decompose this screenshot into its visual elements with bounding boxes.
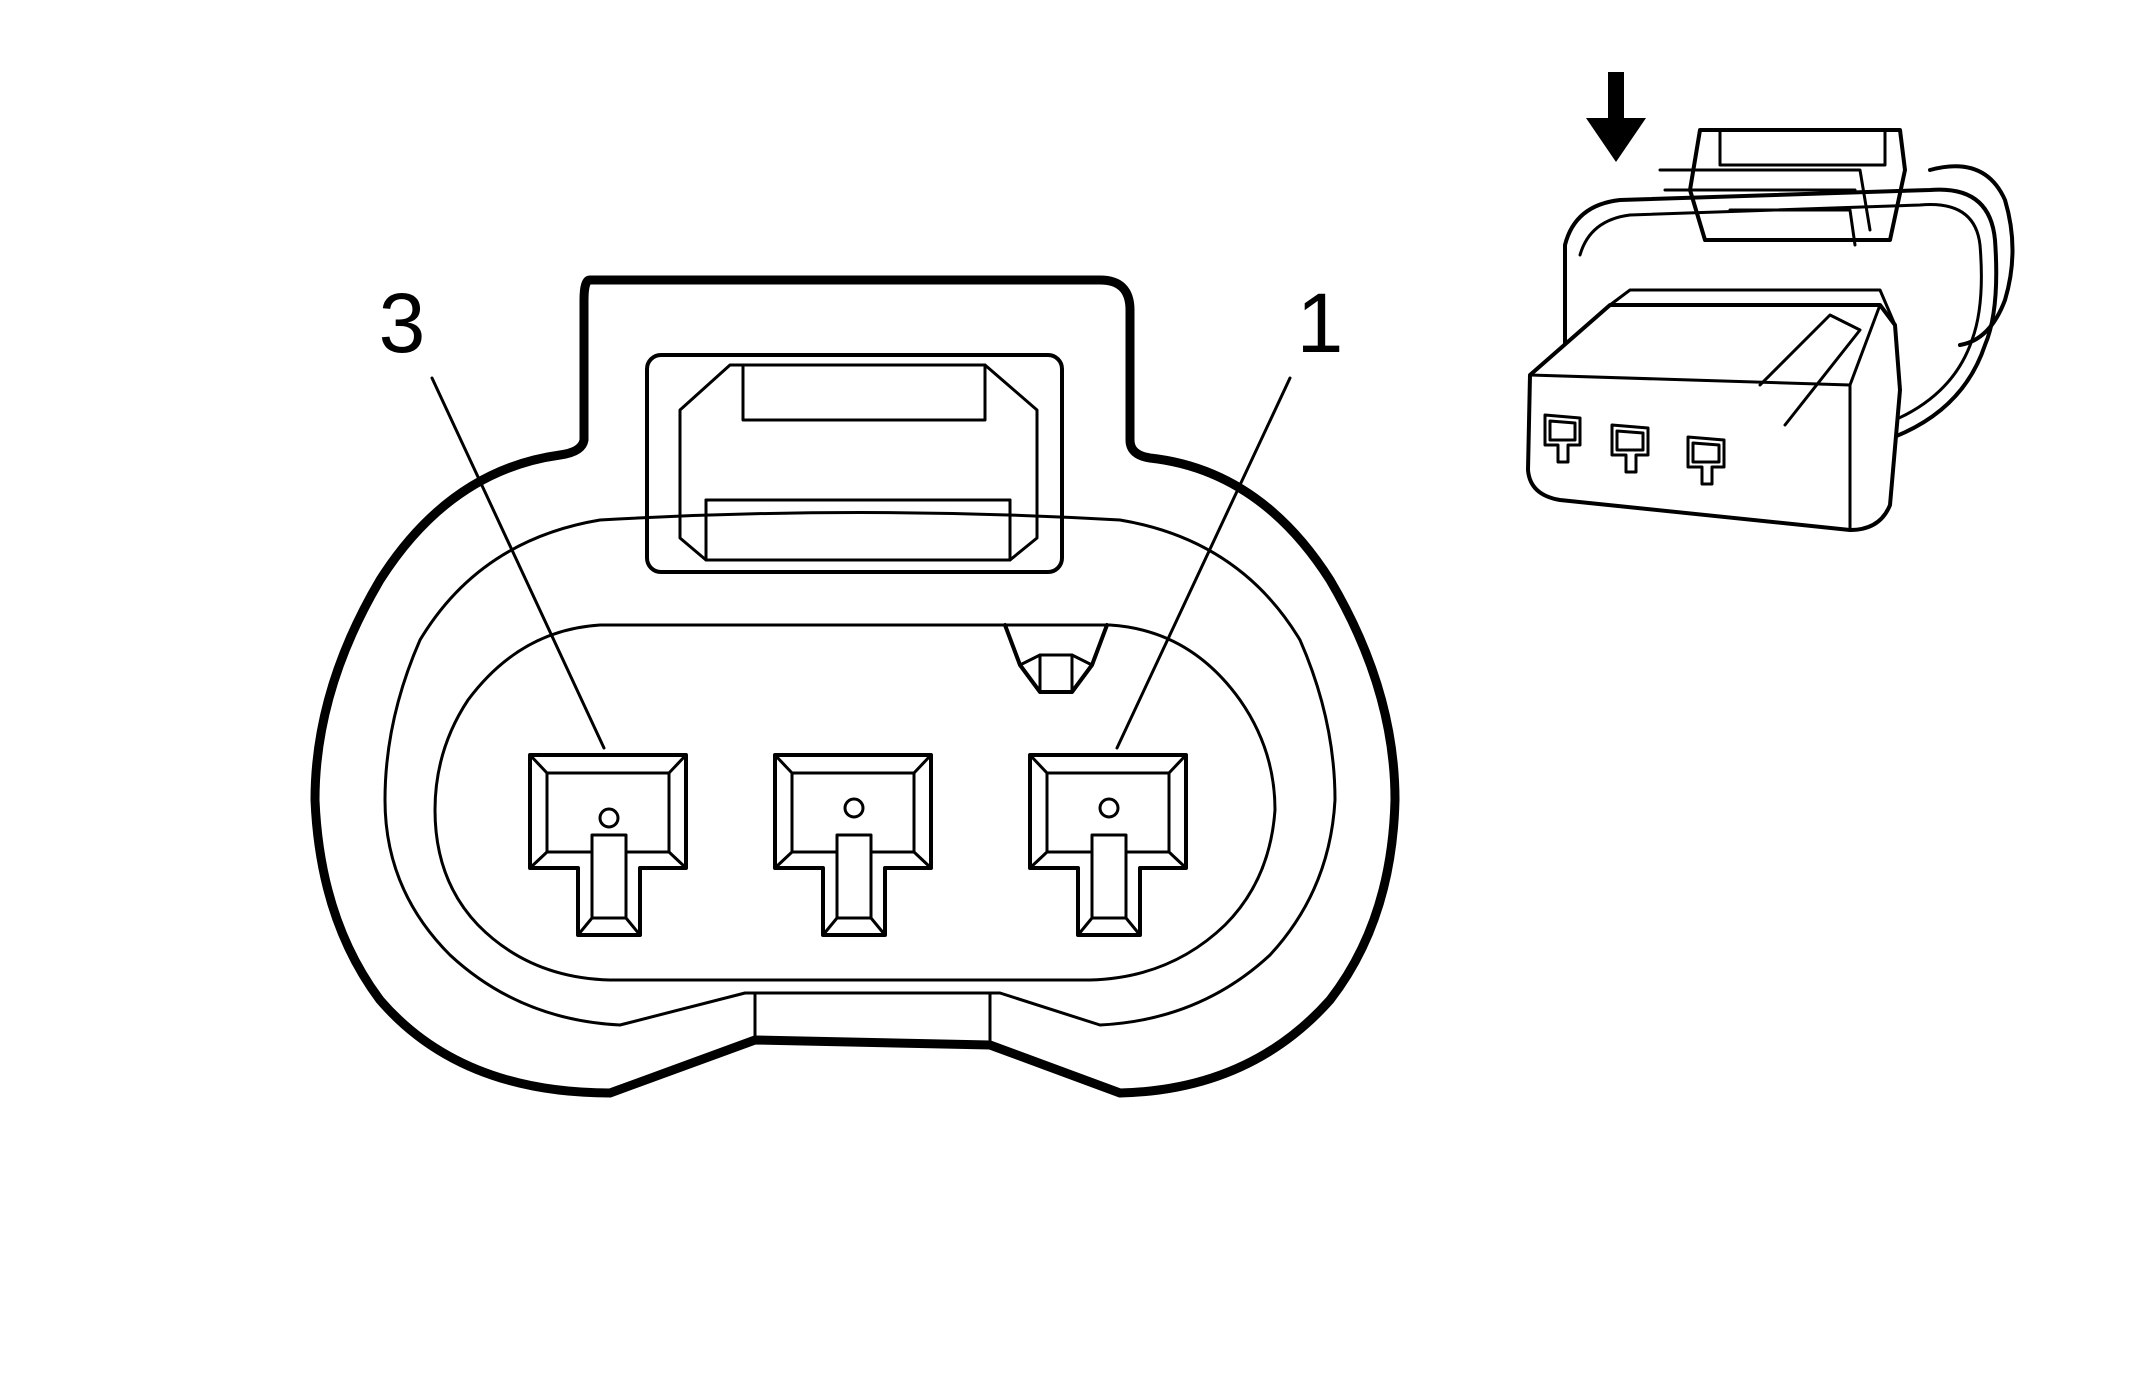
callout-label-pin-1: 1 [1297, 276, 1344, 370]
callout-label-pin-3: 3 [379, 276, 426, 370]
inset-terminal-2 [1610, 423, 1650, 474]
latch-tab [1003, 623, 1109, 694]
down-arrow-icon [1586, 72, 1646, 162]
seal-outline [383, 511, 1337, 1027]
inset-terminal-1 [1686, 435, 1726, 486]
locking-latch [645, 353, 1064, 574]
connector-face-view: 3 1 [310, 275, 1400, 1098]
callout-leader-pin-3 [430, 376, 606, 750]
terminal-cavity-1 [1028, 753, 1188, 937]
connector-perspective-icon [1526, 128, 2015, 532]
terminal-cavity-3 [528, 753, 688, 937]
housing-outline [310, 275, 1400, 1098]
cavity-outline [433, 623, 1277, 982]
callout-leader-pin-1 [1115, 376, 1292, 750]
terminal-cavity-2 [773, 753, 933, 937]
inset-terminal-3 [1543, 413, 1582, 464]
